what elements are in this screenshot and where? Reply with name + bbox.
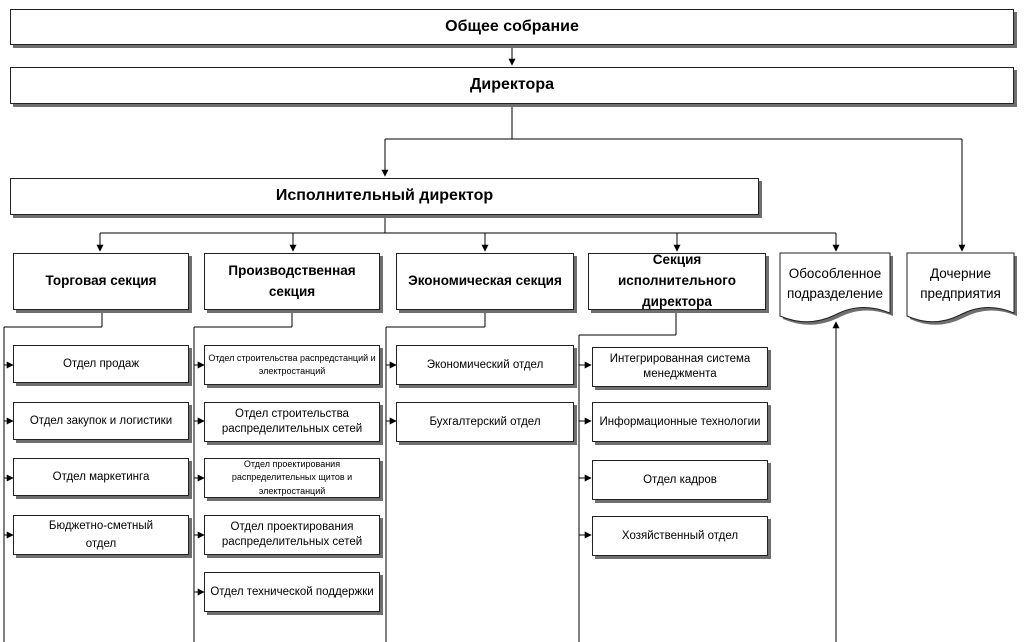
dept-it-box: Информационные технологии [592, 402, 768, 442]
economic-section-box: Экономическая секция [396, 253, 574, 310]
dept-hr-box: Отдел кадров [592, 460, 768, 500]
trade-section-box: Торговая секция [13, 253, 189, 310]
dept-label: Отдел проектирования распределительных щ… [231, 459, 353, 496]
dept-accounting-box: Бухгалтерский отдел [396, 402, 574, 442]
dept-label: Отдел технической поддержки [210, 585, 374, 598]
dept-procurement-box: Отдел закупок и логистики [13, 402, 189, 440]
dept-economic-box: Экономический отдел [396, 345, 574, 385]
dept-label: Экономический отдел [426, 358, 544, 371]
production-section-label: Производственная секция [228, 262, 356, 299]
general-meeting-label: Общее собрание [445, 17, 579, 35]
dept-switchboard-design-box: Отдел проектирования распределительных щ… [204, 458, 380, 498]
dept-label: Информационные технологии [599, 415, 761, 428]
document-shape [906, 252, 1017, 325]
dept-label: Отдел строительства распредстанций и эле… [208, 352, 376, 376]
dept-label: Отдел маркетинга [52, 470, 150, 483]
dept-facilities-box: Хозяйственный отдел [592, 516, 768, 556]
dept-label: Отдел проектирования распределительных с… [221, 521, 363, 548]
dept-label: Отдел закупок и логистики [29, 414, 173, 427]
trade-section-label: Торговая секция [45, 273, 157, 289]
dept-budget-box: Бюджетно-сметный отдел [13, 515, 189, 555]
executive-director-label: Исполнительный директор [275, 187, 494, 205]
exec-director-section-box: Секция исполнительного директора [588, 252, 766, 310]
economic-section-label: Экономическая секция [408, 273, 562, 289]
separate-division-label: Обособленное подразделение [787, 266, 883, 301]
exec-director-section-label: Секция исполнительного директора [618, 252, 736, 309]
directors-label: Директора [470, 76, 554, 94]
dept-label: Отдел продаж [62, 357, 140, 370]
dept-label: Отдел кадров [643, 473, 717, 486]
executive-director-box: Исполнительный директор [10, 178, 759, 215]
dept-network-construction-box: Отдел строительства распределительных се… [204, 402, 380, 442]
dept-marketing-box: Отдел маркетинга [13, 458, 189, 496]
dept-label: Отдел строительства распределительных се… [221, 408, 363, 435]
production-section-box: Производственная секция [204, 253, 380, 310]
dept-tech-support-box: Отдел технической поддержки [204, 572, 380, 612]
dept-label: Бухгалтерский отдел [429, 415, 541, 428]
dept-network-design-box: Отдел проектирования распределительных с… [204, 515, 380, 555]
separate-division-box: Обособленное подразделение [779, 252, 893, 325]
dept-label: Интегрированная система менеджмента [609, 353, 751, 380]
dept-label: Бюджетно-сметный отдел [48, 519, 154, 550]
general-meeting-box: Общее собрание [10, 9, 1014, 45]
document-shape [779, 252, 893, 325]
dept-label: Хозяйственный отдел [621, 529, 739, 542]
dept-sales-box: Отдел продаж [13, 345, 189, 383]
directors-box: Директора [10, 67, 1014, 104]
subsidiaries-label: Дочерние предприятия [920, 266, 1001, 301]
subsidiaries-box: Дочерние предприятия [906, 252, 1017, 325]
dept-integrated-management-box: Интегрированная система менеджмента [592, 347, 768, 387]
dept-substation-construction-box: Отдел строительства распредстанций и эле… [204, 345, 380, 385]
